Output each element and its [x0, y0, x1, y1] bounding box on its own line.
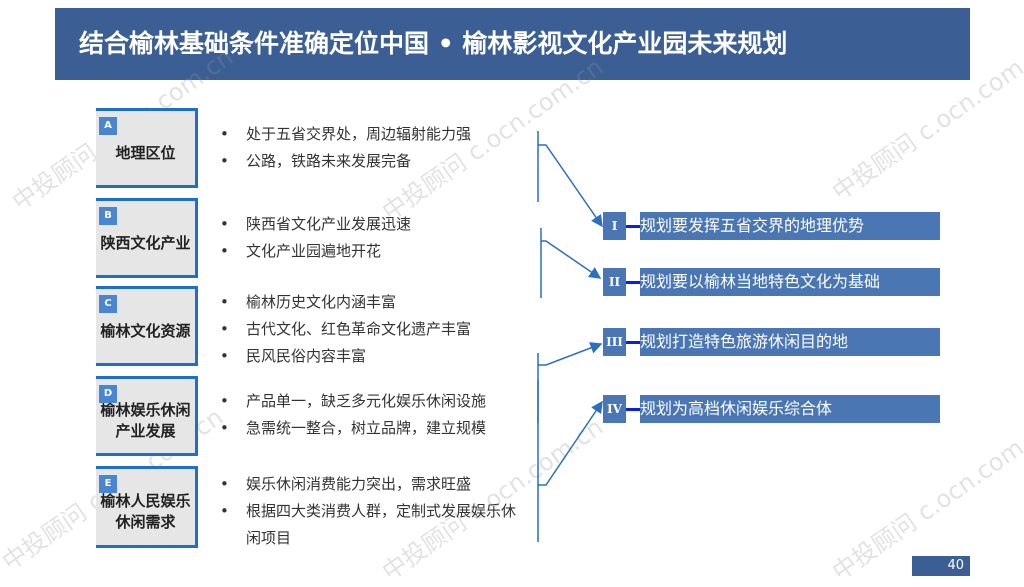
bullet-list-e: 娱乐休闲消费能力突出，需求旺盛根据四大类消费人群，定制式发展娱乐休闲项目	[220, 471, 516, 552]
factor-box-c: C 榆林文化资源	[96, 286, 198, 366]
factor-box-a: A 地理区位	[96, 108, 198, 188]
bullet-item: 公路，铁路未来发展完备	[220, 148, 516, 175]
plan-text: 规划要以榆林当地特色文化为基础	[640, 268, 940, 296]
plan-connector	[626, 408, 640, 411]
bracket-b	[540, 228, 600, 298]
bullet-item: 文化产业园遍地开花	[220, 238, 516, 265]
plan-connector	[626, 341, 640, 344]
plan-connector	[626, 281, 640, 284]
factor-label: 陕西文化产业	[100, 233, 191, 252]
slide-title: 结合榆林基础条件准确定位中国 • 榆林影视文化产业园未来规划	[55, 8, 970, 80]
plan-number: III	[603, 328, 626, 356]
bullet-list-a: 处于五省交界处，周边辐射能力强公路，铁路未来发展完备	[220, 121, 516, 175]
bullet-item: 娱乐休闲消费能力突出，需求旺盛	[220, 471, 516, 498]
factor-badge: C	[99, 295, 117, 313]
bullet-item: 陕西省文化产业发展迅速	[220, 211, 516, 238]
plan-number: II	[603, 268, 626, 296]
plan-text: 规划打造特色旅游休闲目的地	[640, 328, 940, 356]
factor-label: 榆林文化资源	[100, 321, 191, 340]
plan-connector	[626, 225, 640, 228]
plan-number: I	[603, 212, 626, 240]
bullet-list-d: 产品单一，缺乏多元化娱乐休闲设施急需统一整合，树立品牌，建立规模	[220, 388, 516, 442]
factor-badge: D	[99, 385, 117, 403]
bullet-list-b: 陕西省文化产业发展迅速文化产业园遍地开花	[220, 211, 516, 265]
bullet-item: 民风民俗内容丰富	[220, 343, 516, 370]
bullet-item: 根据四大类消费人群，定制式发展娱乐休闲项目	[220, 498, 516, 552]
plan-text: 规划为高档休闲娱乐综合体	[640, 395, 940, 423]
plan-number: IV	[603, 395, 626, 423]
bracket-de	[537, 380, 602, 542]
factor-label: 榆林人民娱乐休闲需求	[100, 492, 191, 531]
factor-label: 榆林娱乐休闲产业发展	[100, 401, 191, 440]
bullet-item: 榆林历史文化内涵丰富	[220, 289, 516, 316]
bracket-c	[537, 344, 601, 423]
bullet-item: 急需统一整合，树立品牌，建立规模	[220, 415, 516, 442]
bracket-a	[537, 131, 602, 226]
plan-text: 规划要发挥五省交界的地理优势	[640, 212, 940, 240]
bullet-item: 古代文化、红色革命文化遗产丰富	[220, 316, 516, 343]
factor-box-b: B 陕西文化产业	[96, 198, 198, 278]
bullet-list-c: 榆林历史文化内涵丰富古代文化、红色革命文化遗产丰富民风民俗内容丰富	[220, 289, 516, 370]
bullet-item: 产品单一，缺乏多元化娱乐休闲设施	[220, 388, 516, 415]
factor-badge: E	[99, 475, 117, 493]
page-number: 40	[912, 556, 970, 576]
factor-badge: B	[99, 207, 117, 225]
factor-badge: A	[99, 117, 117, 135]
bullet-item: 处于五省交界处，周边辐射能力强	[220, 121, 516, 148]
factor-label: 地理区位	[115, 143, 176, 162]
